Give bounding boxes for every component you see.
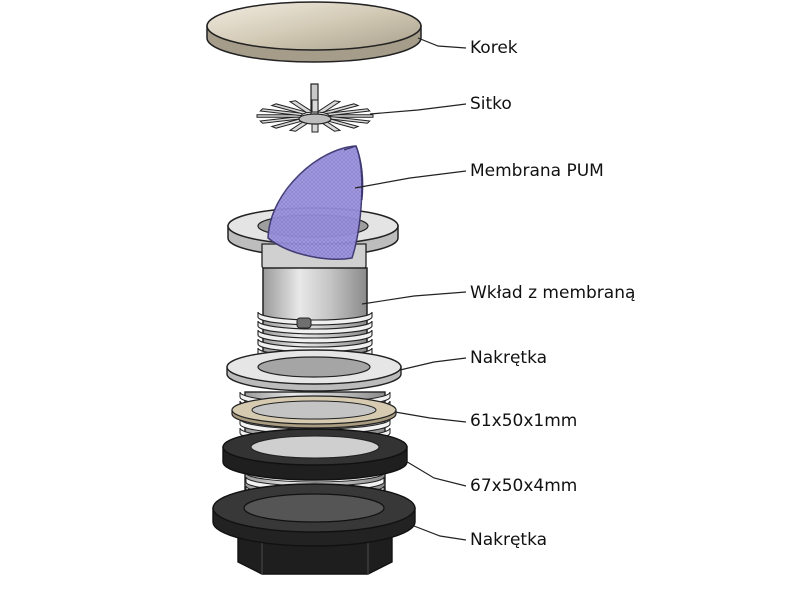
membrane-shape	[267, 145, 363, 260]
strainer-spoke	[316, 100, 342, 114]
leader-membrana	[354, 170, 467, 189]
label-nakretka-lower: Nakrętka	[470, 530, 548, 550]
strainer-spoke	[259, 108, 305, 117]
cap-part	[206, 1, 422, 63]
leader-gasket-thick	[403, 459, 467, 487]
leader-nakretka-bottom	[413, 525, 467, 541]
thread-ring	[257, 311, 373, 326]
label-sitko: Sitko	[470, 94, 512, 114]
leader-sitko	[369, 103, 467, 115]
label-nakretka-upper: Nakrętka	[470, 348, 548, 368]
label-gasket-67x50x4mm: 67x50x4mm	[470, 476, 578, 496]
strainer-spoke	[321, 103, 360, 115]
leader-nakretka-top	[399, 357, 467, 371]
label-membrana-pum: Membrana PUM	[470, 161, 604, 181]
bottom-nut-part	[212, 483, 416, 575]
leader-wklad	[361, 291, 467, 305]
label-korek: Korek	[470, 38, 518, 58]
thick-gasket-part	[222, 428, 408, 481]
leader-lines	[354, 37, 467, 541]
thread-ring	[257, 329, 373, 344]
strainer-spoke	[288, 100, 314, 114]
thin-gasket-part	[231, 395, 397, 429]
leader-gasket-thin	[394, 411, 467, 423]
strainer-spoke	[325, 108, 371, 117]
leader-korek	[417, 37, 467, 49]
label-gasket-61x50x1mm: 61x50x1mm	[470, 411, 578, 431]
strainer-spoke	[270, 103, 309, 115]
upper-washer-part	[226, 349, 402, 392]
strainer-spoke	[311, 99, 319, 113]
label-wklad-z-membrana: Wkład z membraną	[470, 283, 636, 303]
strainer-part	[256, 83, 374, 133]
thread-ring	[257, 338, 373, 353]
thread-ring	[257, 320, 373, 335]
